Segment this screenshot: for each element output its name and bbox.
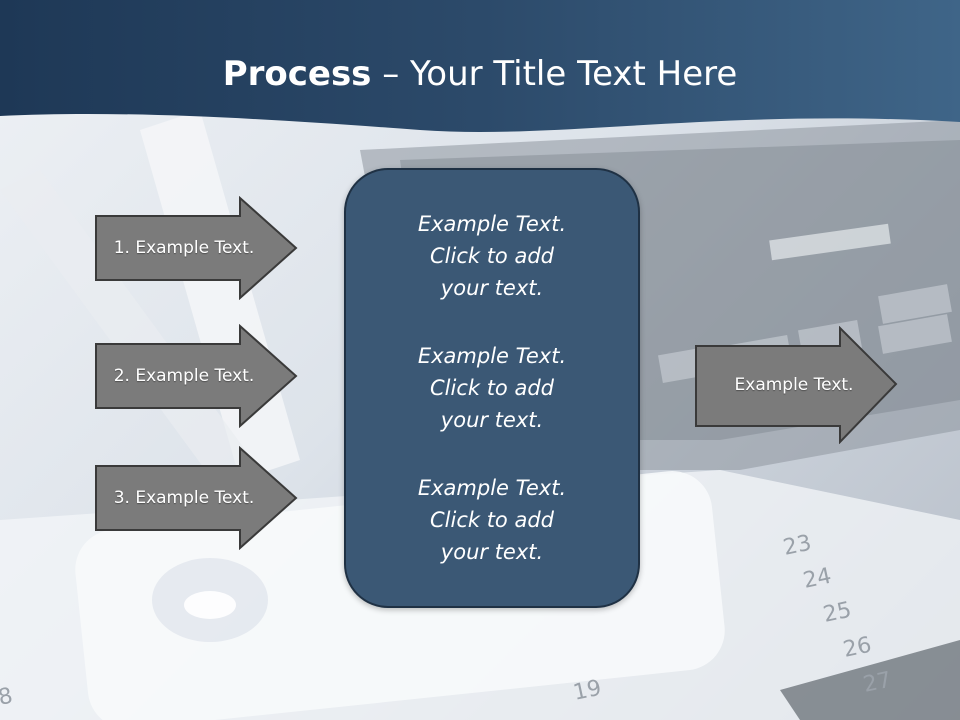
left-arrow-2[interactable]: 2. Example Text.	[94, 324, 298, 428]
center-text-block-2: Example Text. Click to add your text.	[417, 344, 567, 432]
slide-title[interactable]: Process – Your Title Text Here	[0, 52, 960, 96]
calendar-number: 25	[821, 598, 854, 628]
calendar-number: 23	[781, 531, 814, 561]
center-text-block-3: Example Text. Click to add your text.	[417, 476, 567, 564]
calendar-number: 26	[841, 633, 874, 663]
header-band	[0, 0, 960, 132]
center-process-box[interactable]: Example Text. Click to add your text. Ex…	[344, 168, 640, 608]
slide-title-bold: Process	[222, 54, 372, 94]
left-arrow-label: 1. Example Text.	[113, 238, 255, 258]
calendar-number: 27	[861, 668, 894, 698]
left-arrow-label: 3. Example Text.	[113, 488, 255, 508]
calendar-number: 19	[571, 676, 604, 706]
center-text-block-1: Example Text. Click to add your text.	[417, 212, 567, 300]
slide-title-rest: – Your Title Text Here	[371, 54, 738, 94]
right-arrow-label: Example Text.	[734, 375, 854, 395]
right-arrow[interactable]: Example Text.	[694, 326, 898, 444]
calendar-number: 24	[801, 564, 834, 594]
left-arrow-3[interactable]: 3. Example Text.	[94, 446, 298, 550]
left-arrow-label: 2. Example Text.	[113, 366, 255, 386]
left-arrow-1[interactable]: 1. Example Text.	[94, 196, 298, 300]
